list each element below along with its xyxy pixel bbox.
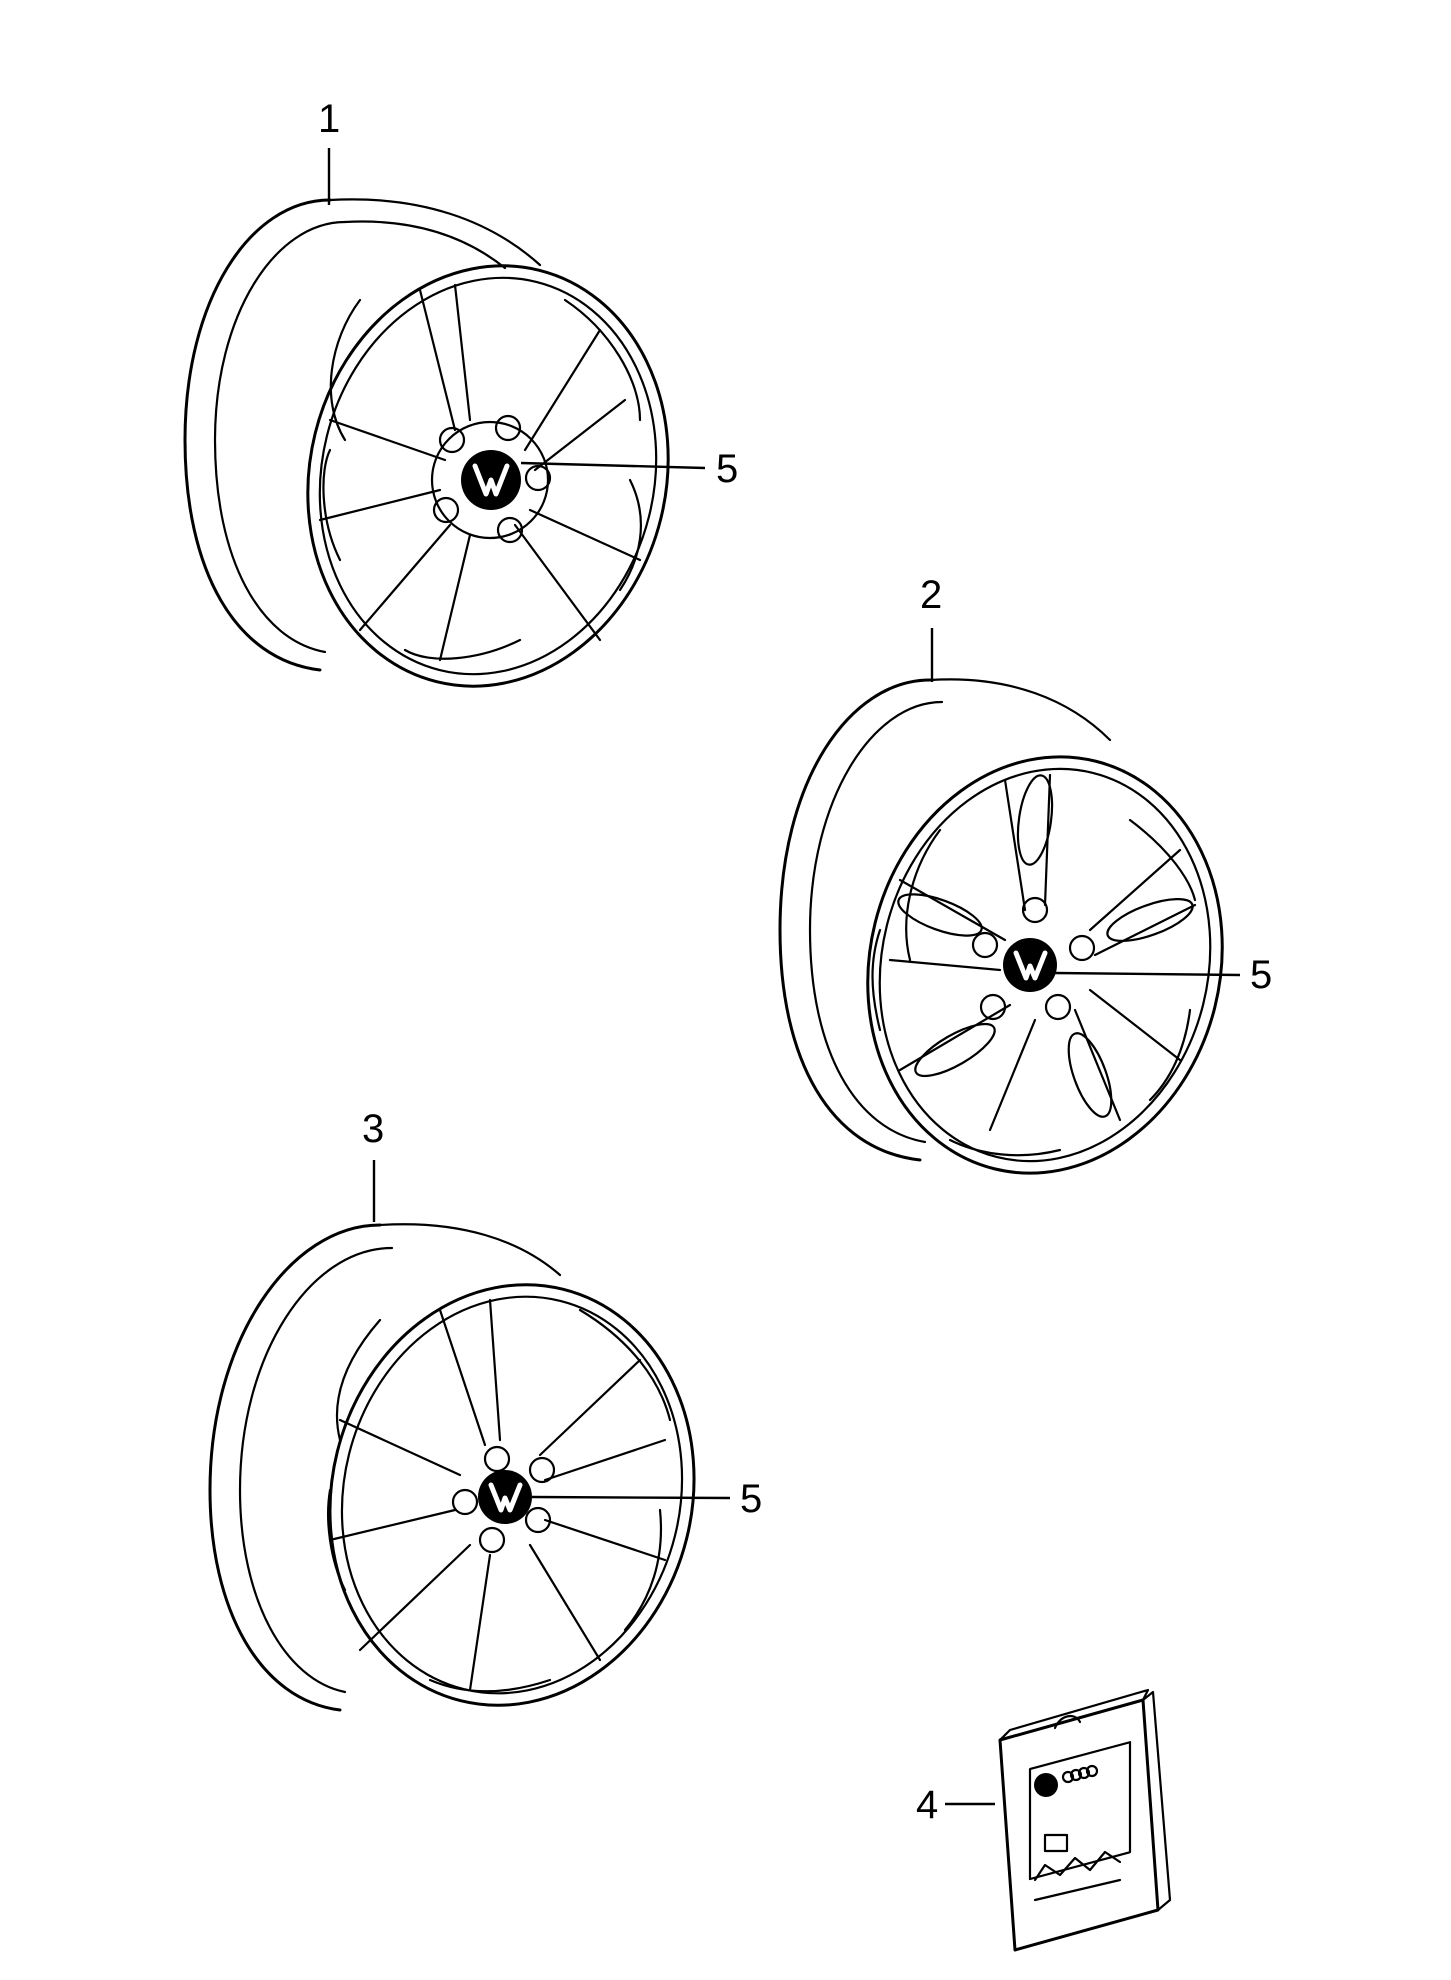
wheel-2 (778, 678, 1224, 1175)
callout-5-wheel-3: 5 (740, 1477, 762, 1521)
vw-logo-icon (1034, 1773, 1058, 1797)
leader-5a (520, 461, 706, 470)
audi-rings-icon (1061, 1764, 1099, 1784)
callout-2: 2 (920, 573, 942, 617)
wheel-3 (208, 1223, 696, 1712)
callout-5-wheel-1: 5 (716, 447, 738, 491)
leader-5b (1054, 971, 1241, 977)
callout-5-wheel-2: 5 (1250, 953, 1272, 997)
accessory-package (998, 1688, 1172, 1952)
callout-3: 3 (362, 1107, 384, 1151)
callout-1: 1 (318, 97, 340, 141)
callout-4: 4 (916, 1783, 938, 1827)
leader-5c (531, 1495, 731, 1500)
wheel-1 (183, 198, 670, 688)
